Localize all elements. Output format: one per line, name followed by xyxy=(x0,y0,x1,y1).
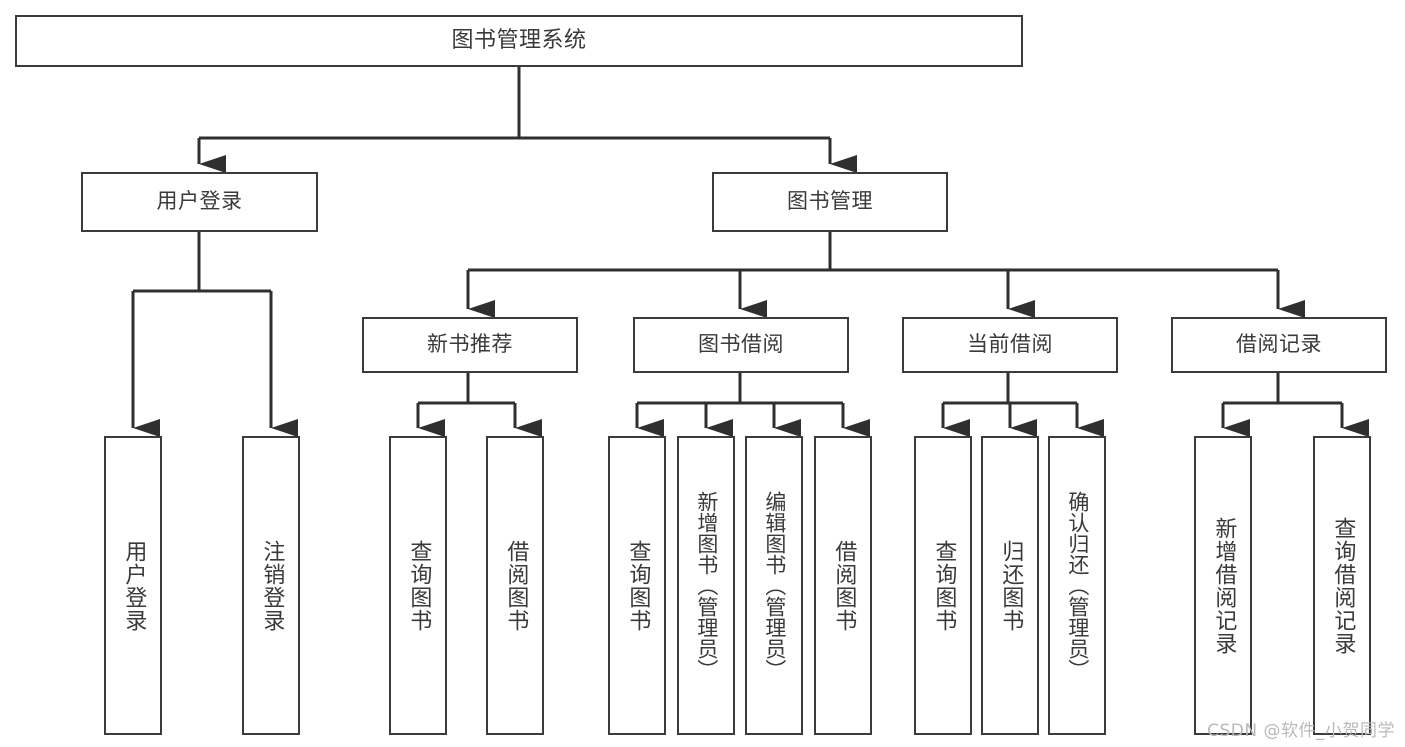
leaf-record-add-record[interactable]: 新增借阅记录 xyxy=(1194,436,1252,735)
node-user-login[interactable]: 用户登录 xyxy=(81,172,318,232)
node-current-borrow[interactable]: 当前借阅 xyxy=(902,317,1118,373)
node-label: 用户登录 xyxy=(121,539,147,632)
leaf-new-book-query-book[interactable]: 查询图书 xyxy=(389,436,447,735)
node-label: 查询图书 xyxy=(406,539,432,632)
node-new-book-recommend[interactable]: 新书推荐 xyxy=(362,317,578,373)
node-label: 新书推荐 xyxy=(427,332,513,357)
node-label: 图书管理系统 xyxy=(451,27,587,53)
node-label: 查询图书 xyxy=(625,539,651,632)
leaf-borrow-add-book-admin[interactable]: 新增图书（管理员） xyxy=(677,436,735,735)
node-label: 归还图书 xyxy=(998,539,1024,632)
leaf-borrow-borrow-book[interactable]: 借阅图书 xyxy=(814,436,872,735)
node-label: 新增图书（管理员） xyxy=(694,491,719,680)
leaf-current-query-book[interactable]: 查询图书 xyxy=(914,436,972,735)
leaf-current-return-book[interactable]: 归还图书 xyxy=(981,436,1039,735)
watermark-text: CSDN @软件_小贺同学 xyxy=(1207,721,1395,741)
node-label: 借阅记录 xyxy=(1236,332,1322,357)
leaf-user-login[interactable]: 用户登录 xyxy=(104,436,162,735)
node-label: 新增借阅记录 xyxy=(1211,516,1237,655)
node-label: 借阅图书 xyxy=(831,539,857,632)
leaf-borrow-edit-book-admin[interactable]: 编辑图书（管理员） xyxy=(745,436,803,735)
node-label: 图书管理 xyxy=(787,189,873,214)
node-label: 注销登录 xyxy=(259,539,285,632)
node-label: 编辑图书（管理员） xyxy=(762,491,787,680)
node-book-management[interactable]: 图书管理 xyxy=(712,172,948,232)
node-label: 图书借阅 xyxy=(698,332,784,357)
leaf-new-book-borrow-book[interactable]: 借阅图书 xyxy=(486,436,544,735)
node-borrow-record[interactable]: 借阅记录 xyxy=(1171,317,1387,373)
leaf-logout[interactable]: 注销登录 xyxy=(242,436,300,735)
node-label: 借阅图书 xyxy=(503,539,529,632)
leaf-current-confirm-return-admin[interactable]: 确认归还（管理员） xyxy=(1048,436,1106,735)
leaf-record-query-record[interactable]: 查询借阅记录 xyxy=(1313,436,1371,735)
node-label: 用户登录 xyxy=(156,189,243,214)
node-label: 确认归还（管理员） xyxy=(1065,491,1090,680)
node-book-borrow[interactable]: 图书借阅 xyxy=(633,317,849,373)
node-root-system[interactable]: 图书管理系统 xyxy=(15,15,1023,67)
leaf-borrow-query-book[interactable]: 查询图书 xyxy=(608,436,666,735)
node-label: 查询图书 xyxy=(931,539,957,632)
node-label: 查询借阅记录 xyxy=(1330,516,1356,655)
node-label: 当前借阅 xyxy=(967,332,1053,357)
